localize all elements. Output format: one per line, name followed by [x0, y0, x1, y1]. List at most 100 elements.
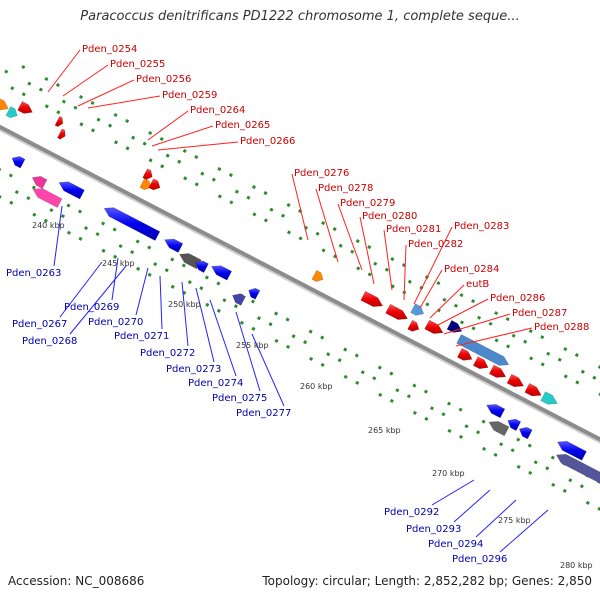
frame-dot [199, 286, 204, 291]
frame-dot [164, 268, 169, 273]
frame-dot [338, 243, 343, 248]
frame-dot [21, 64, 26, 70]
frame-dot [557, 357, 562, 362]
frame-dot [598, 392, 600, 397]
forward-gene [385, 303, 409, 320]
frame-dot [510, 448, 515, 453]
frame-dot [31, 185, 36, 190]
frame-dot [367, 245, 372, 250]
frame-dot [194, 182, 199, 187]
frame-dot [90, 100, 95, 106]
scale-tick-label: 240 kbp [32, 221, 65, 230]
frame-dot [95, 232, 100, 237]
reverse-gene [555, 453, 600, 484]
frame-dot [332, 227, 337, 232]
forward-label: Pden_0254 [82, 44, 137, 55]
frame-dot [482, 446, 487, 451]
frame-dot [540, 362, 545, 367]
frame-dot [183, 176, 188, 181]
reverse-leader [195, 287, 215, 363]
forward-label: Pden_0266 [240, 136, 295, 147]
reverse-gene [195, 260, 209, 274]
frame-dot [550, 455, 555, 460]
frame-dot [181, 263, 186, 268]
frame-dot [78, 209, 83, 214]
frame-dot [343, 347, 348, 352]
frame-dot [592, 375, 597, 380]
frame-dot [356, 266, 361, 271]
reverse-gene [248, 287, 261, 300]
frame-dot [309, 356, 314, 361]
forward-gene [139, 178, 152, 191]
forward-label: Pden_0280 [362, 211, 417, 222]
frame-dot [177, 159, 182, 164]
frame-dot [481, 419, 486, 424]
frame-dot [291, 334, 296, 339]
frame-dot [251, 326, 256, 331]
forward-gene [524, 382, 542, 397]
frame-dot [523, 339, 528, 344]
frame-dot [153, 262, 158, 267]
frame-dot [506, 344, 511, 349]
frame-dot [286, 230, 292, 235]
frame-dot [494, 338, 499, 343]
frame-dot [131, 135, 136, 140]
forward-label: Pden_0276 [294, 168, 349, 179]
frame-dot [66, 230, 71, 235]
reverse-label: Pden_0263 [6, 268, 61, 279]
frame-dot [529, 356, 534, 361]
reverse-leader [499, 509, 549, 553]
forward-label: Pden_0282 [408, 239, 463, 250]
frame-dot [425, 302, 430, 307]
frame-dot [597, 506, 600, 511]
frame-dot [436, 308, 441, 313]
reverse-gene [232, 293, 246, 306]
forward-label: Pden_0287 [512, 308, 567, 319]
frame-dot [477, 315, 482, 320]
reverse-leader [181, 281, 189, 347]
frame-dot [360, 370, 365, 375]
frame-dot [170, 257, 175, 262]
reverse-label: Pden_0275 [212, 393, 267, 404]
frame-dot [44, 104, 49, 109]
forward-label: Pden_0286 [490, 293, 545, 304]
forward-label: Pden_0256 [136, 74, 191, 85]
frame-dot [378, 392, 383, 397]
frame-dot [580, 369, 585, 374]
frame-dot [229, 200, 234, 205]
reverse-leader [209, 299, 237, 377]
frame-dot [285, 317, 290, 322]
frame-dot [372, 376, 377, 381]
forward-gene [407, 319, 420, 332]
forward-gene [424, 319, 444, 334]
frame-dot [204, 275, 209, 280]
frame-dot [130, 250, 135, 255]
frame-dot [118, 244, 123, 249]
backbone-line [0, 124, 600, 442]
frame-dot [516, 464, 521, 469]
frame-dot [222, 298, 227, 303]
forward-gene [57, 128, 66, 140]
frame-dot [308, 329, 313, 334]
frame-dot [533, 460, 538, 465]
forward-leader [419, 269, 443, 309]
forward-label: Pden_0283 [454, 221, 509, 232]
scale-tick-label: 255 kbp [236, 341, 269, 350]
frame-dot [350, 249, 355, 254]
frame-dot [79, 122, 84, 127]
frame-dot [286, 344, 291, 349]
frame-dot [55, 82, 60, 88]
reverse-gene [31, 176, 48, 189]
frame-dot [436, 281, 441, 286]
frame-dot [458, 434, 464, 439]
reverse-gene [518, 426, 533, 440]
reverse-leader [453, 489, 491, 523]
reverse-gene [58, 181, 85, 200]
reverse-leader [251, 333, 285, 407]
frame-dot [60, 214, 65, 219]
frame-dot [447, 428, 452, 433]
frame-dot [527, 443, 532, 448]
frame-dot [377, 365, 382, 370]
frame-dot [354, 353, 359, 358]
